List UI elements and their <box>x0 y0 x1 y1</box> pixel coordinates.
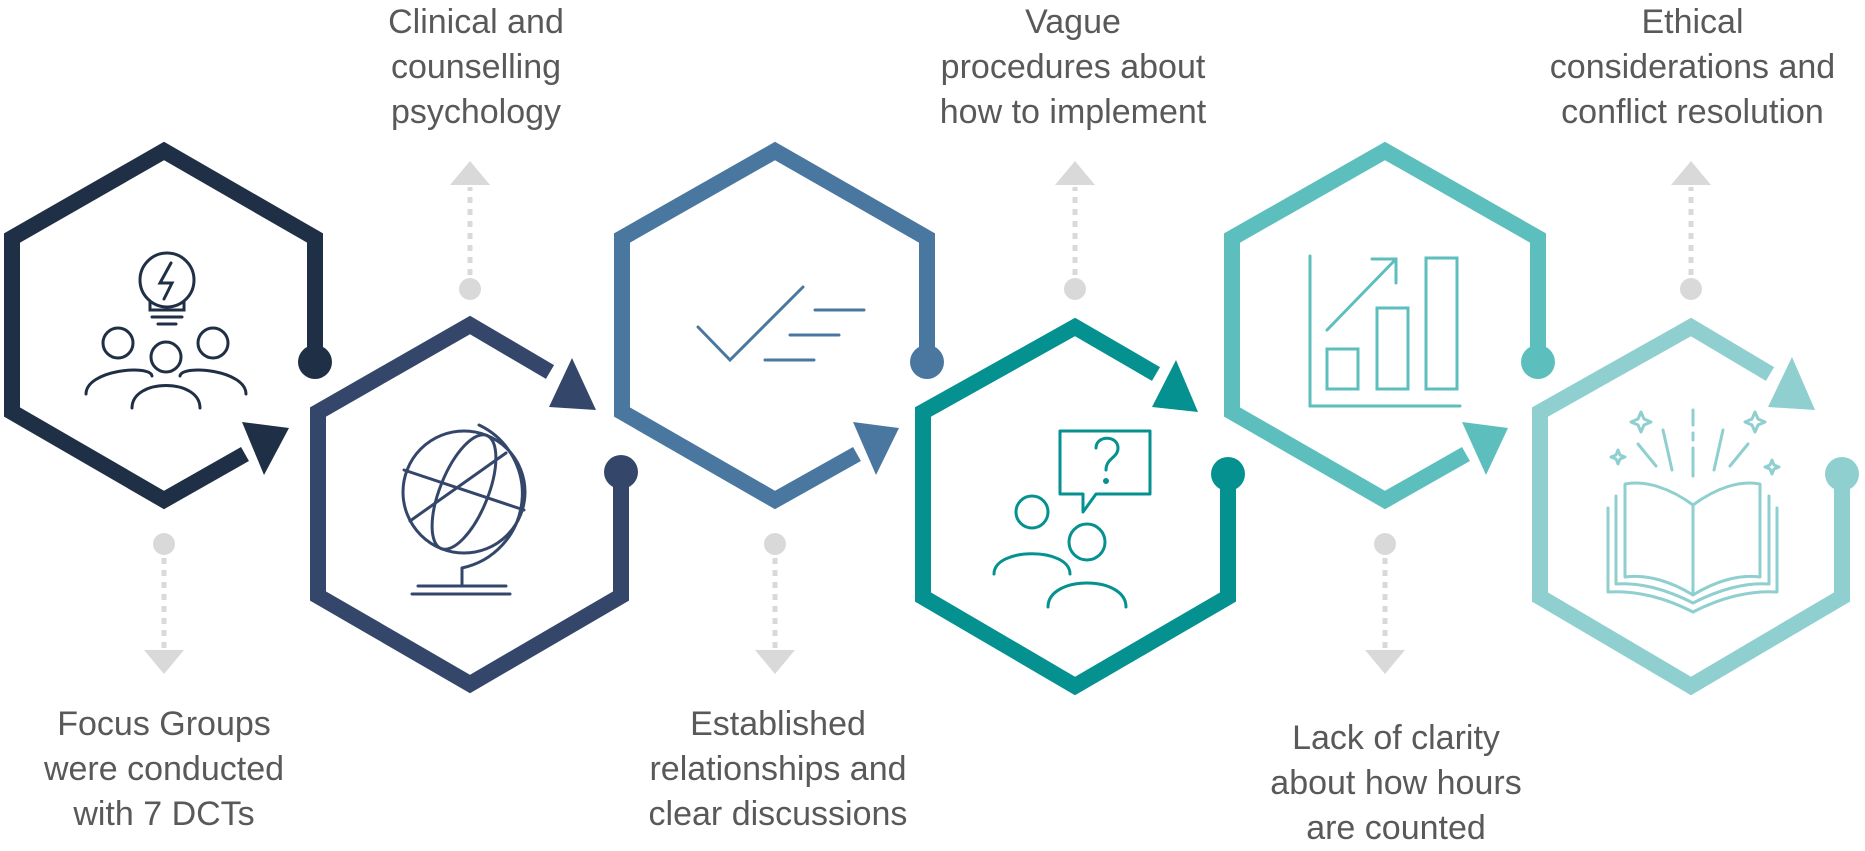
step-2-hexagon <box>310 315 629 694</box>
step-3-label: Established relationships and clear disc… <box>648 705 908 833</box>
checkmark-list-icon <box>696 285 866 363</box>
step-3-end-dot <box>910 345 944 379</box>
step-3-arrowhead <box>853 422 899 475</box>
step-1-label: Focus Groups were conducted with 7 DCTs <box>43 705 285 833</box>
connector-step-5 <box>1365 533 1405 674</box>
step-6-label: Ethical considerations and conflict reso… <box>1549 3 1836 131</box>
connector-step-1 <box>144 533 184 674</box>
connector-step-3 <box>755 533 795 674</box>
step-5-end-dot <box>1521 345 1555 379</box>
step-1-end-dot <box>298 345 332 379</box>
step-5-arrowhead <box>1462 422 1508 475</box>
step-4-hexagon <box>915 317 1236 696</box>
step-2-end-dot <box>604 455 638 489</box>
step-4-end-dot <box>1211 457 1245 491</box>
step-5-hexagon <box>1224 141 1546 510</box>
connector-step-4 <box>1055 161 1095 300</box>
step-4-label: Vague procedures about how to implement <box>939 3 1207 131</box>
step-6-arrowhead <box>1768 357 1815 410</box>
step-1-hexagon <box>3 141 323 510</box>
growth-chart-icon <box>1308 254 1462 408</box>
people-question-icon <box>992 429 1152 609</box>
connector-step-2 <box>450 161 490 300</box>
step-6-hexagon <box>1532 317 1850 696</box>
step-5-label: Lack of clarity about how hours are coun… <box>1270 719 1522 847</box>
open-book-icon <box>1606 408 1781 614</box>
people-lightbulb-icon <box>84 251 248 410</box>
step-1-arrowhead <box>242 422 289 475</box>
globe-icon <box>401 423 527 596</box>
step-6-end-dot <box>1825 457 1859 491</box>
step-3-hexagon <box>614 141 935 510</box>
step-2-label: Clinical and counselling psychology <box>388 3 564 131</box>
connector-step-6 <box>1671 161 1711 300</box>
step-2-arrowhead <box>549 358 596 410</box>
step-4-arrowhead <box>1152 360 1198 412</box>
